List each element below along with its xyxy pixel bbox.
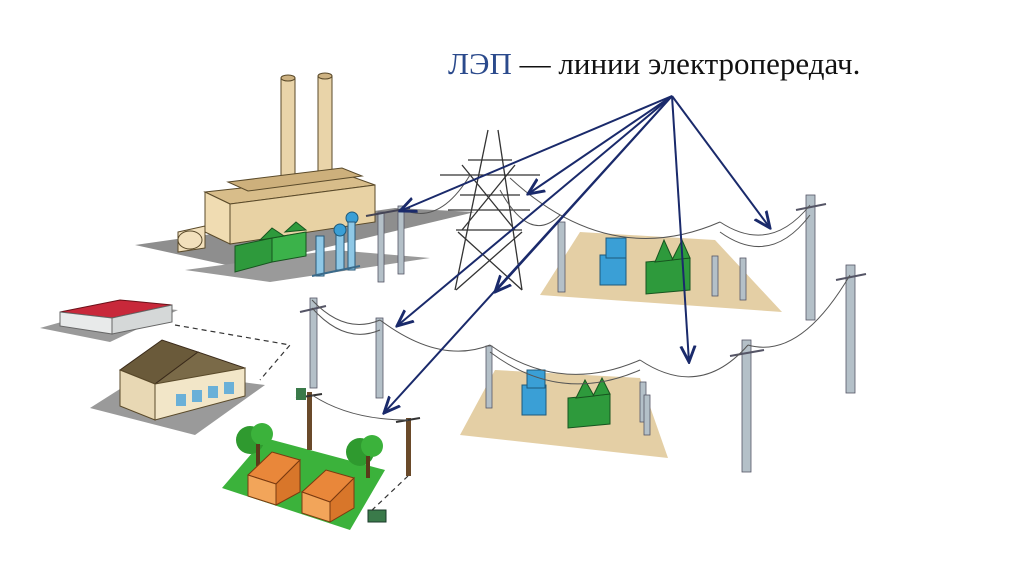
- transmission-tower-icon: [440, 129, 540, 291]
- factory-icon: [40, 299, 178, 342]
- substation-icon: [460, 345, 668, 458]
- annotation-arrows: [384, 95, 770, 413]
- substation-icon: [540, 221, 782, 312]
- house-icon: [222, 423, 385, 530]
- power-line-wires: [311, 174, 851, 421]
- power-plant-icon: [135, 72, 475, 282]
- office-building-icon: [90, 339, 265, 435]
- title-text: линии электропередач.: [558, 46, 861, 81]
- diagram-title: ЛЭП — линии электропередач.: [448, 46, 860, 82]
- utility-pole-icon: [295, 388, 421, 523]
- title-abbr: ЛЭП: [448, 46, 512, 81]
- utility-pole-icon: [299, 194, 867, 473]
- service-connections: [174, 324, 409, 513]
- title-dash: —: [511, 46, 559, 81]
